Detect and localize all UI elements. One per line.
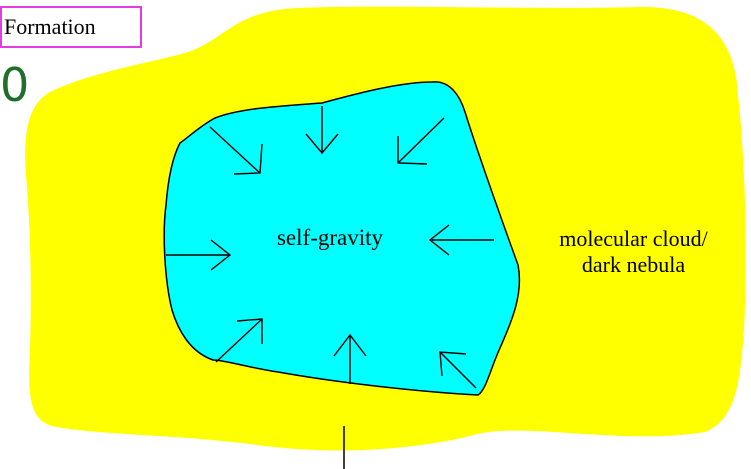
inward-arrow-icon (209, 126, 263, 175)
section-title: Formation (0, 6, 142, 48)
inward-arrow-icon (397, 117, 445, 165)
inward-arrow-icon (215, 318, 263, 363)
inward-arrow-icon (333, 333, 367, 384)
cloud-label-line-2: dark nebula (581, 252, 686, 277)
step-number: 0 (0, 58, 30, 112)
cloud-label: molecular cloud/ dark nebula (516, 226, 751, 278)
inward-arrow-icon (166, 239, 232, 271)
inward-arrow-icon (428, 224, 494, 256)
core-label: self-gravity (276, 225, 383, 250)
dense-core-shape (163, 81, 521, 396)
inward-arrow-icon (305, 106, 339, 155)
inward-arrow-icon (439, 351, 477, 389)
cloud-label-line-1: molecular cloud/ (559, 226, 708, 251)
